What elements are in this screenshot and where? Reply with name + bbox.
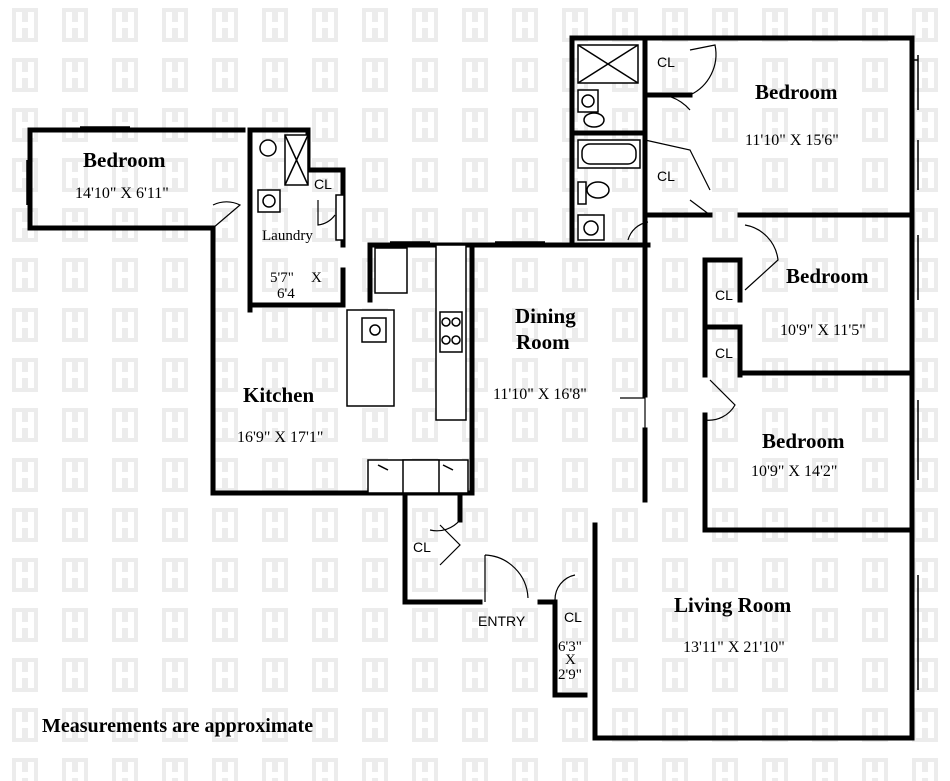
dining-name-line2: Room: [516, 330, 570, 354]
bedroom-mid-size: 10'9" X 11'5": [780, 322, 866, 339]
windows: [26, 55, 919, 690]
dining-name-line1: Dining: [515, 304, 576, 328]
doors: [212, 44, 779, 602]
kitchen-size: 16'9" X 17'1": [237, 429, 323, 446]
closet-label: CL: [314, 176, 332, 192]
closet-label: CL: [657, 54, 675, 70]
closet-label: CL: [657, 168, 675, 184]
measurement-note: Measurements are approximate: [42, 715, 313, 737]
fixtures: [257, 44, 641, 494]
entry-label: ENTRY: [478, 613, 526, 629]
bedroom-ne-size: 11'10" X 15'6": [745, 132, 839, 149]
bedroom-mid-name: Bedroom: [786, 264, 869, 288]
closet-label: CL: [413, 539, 431, 555]
entry-closet-label: CL: [564, 609, 582, 625]
living-room-name: Living Room: [674, 593, 792, 617]
bedroom-ne-name: Bedroom: [755, 80, 838, 104]
laundry-name: Laundry: [262, 228, 313, 244]
bedroom-west-name: Bedroom: [83, 148, 166, 172]
walls: [27, 35, 915, 741]
closet-label: CL: [715, 287, 733, 303]
laundry-size-x: X: [311, 270, 322, 286]
entry-closet-size-h: 2'9": [558, 667, 582, 683]
laundry-size-w: 5'7": [270, 270, 294, 286]
laundry-size-h: 6'4: [277, 286, 295, 302]
dining-size: 11'10" X 16'8": [493, 386, 587, 403]
closet-label: CL: [715, 345, 733, 361]
living-room-size: 13'11" X 21'10": [683, 639, 785, 656]
bedroom-se-size: 10'9" X 14'2": [751, 463, 837, 480]
bedroom-se-name: Bedroom: [762, 429, 845, 453]
kitchen-name: Kitchen: [243, 383, 314, 407]
entry-closet-size-x: X: [565, 652, 576, 668]
bedroom-west-size: 14'10" X 6'11": [75, 185, 169, 202]
entry-closet-size-w: 6'3": [558, 639, 582, 655]
